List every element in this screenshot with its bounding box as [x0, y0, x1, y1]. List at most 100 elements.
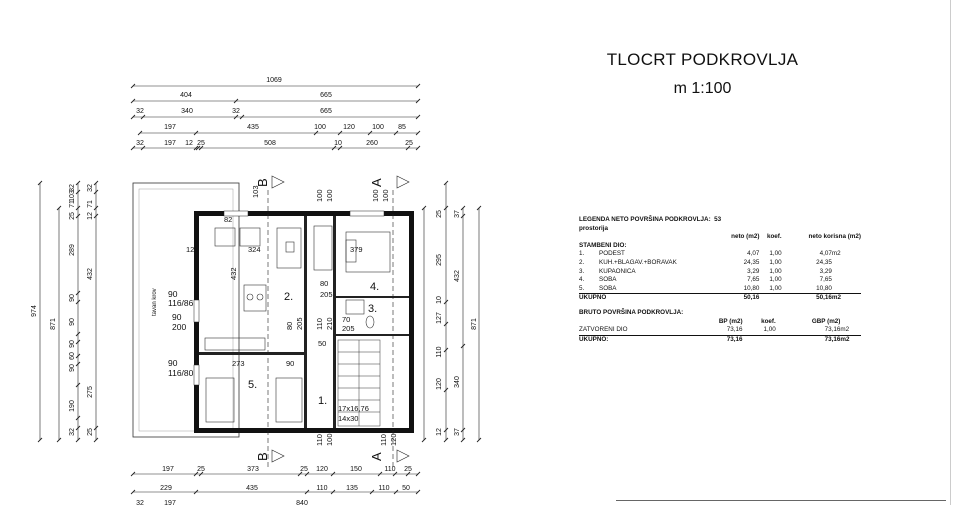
dimension-tick: [75, 353, 81, 359]
dimension-tick: [443, 427, 449, 433]
dimension-tick: [460, 437, 466, 443]
svg-text:100: 100: [314, 124, 326, 131]
dimension-tick: [415, 83, 421, 89]
svg-text:116/80: 116/80: [168, 368, 194, 378]
svg-text:32: 32: [136, 500, 144, 505]
svg-text:150: 150: [350, 466, 362, 473]
svg-text:110: 110: [315, 318, 324, 330]
svg-text:10: 10: [334, 140, 342, 147]
table-row: ZATVORENI DIO 73,16 1,00 73,16 m2: [579, 326, 861, 336]
svg-text:25: 25: [69, 212, 76, 220]
dimension-tick: [330, 489, 336, 495]
svg-text:273: 273: [232, 359, 245, 368]
dimension-tick: [239, 114, 245, 120]
svg-text:25: 25: [300, 466, 308, 473]
svg-text:200: 200: [172, 322, 186, 332]
dimension-tick: [75, 339, 81, 345]
dimension-tick: [443, 321, 449, 327]
dimension-tick: [75, 415, 81, 421]
dimension-tick: [415, 114, 421, 120]
room-number-4: 4.: [370, 281, 379, 293]
dimension-tick: [392, 471, 398, 477]
dimension-tick: [443, 205, 449, 211]
svg-text:25: 25: [197, 140, 205, 147]
svg-text:14x30: 14x30: [338, 414, 358, 423]
section-mark-b-top: B: [255, 178, 270, 187]
dimension-tick: [337, 130, 343, 136]
room-number-3: 3.: [368, 303, 377, 315]
svg-text:103: 103: [69, 190, 76, 202]
dimension-tick: [93, 425, 99, 431]
section-mark-a-top: A: [369, 178, 384, 187]
svg-text:197: 197: [164, 140, 176, 147]
dimension-tick: [460, 213, 466, 219]
drawing-scale: m 1:100: [673, 80, 732, 97]
dimension-tick: [75, 213, 81, 219]
dimension-tick: [443, 387, 449, 393]
svg-text:324: 324: [248, 245, 261, 254]
dimension-tick: [130, 83, 136, 89]
svg-text:80: 80: [320, 279, 328, 288]
dimension-tick: [56, 437, 62, 443]
dimension-tick: [421, 205, 427, 211]
dimension-tick: [137, 130, 143, 136]
area-legend: LEGENDA NETO POVRŠINA PODKROVLJA: 53 pro…: [579, 216, 864, 345]
svg-text:25: 25: [404, 466, 412, 473]
dimension-tick: [337, 145, 343, 151]
room-number-1: 1.: [318, 395, 327, 407]
svg-text:12: 12: [436, 428, 443, 436]
dimension-tick: [193, 145, 199, 151]
neto-table: neto (m2) koef. neto korisna (m2) STAMBE…: [579, 233, 861, 303]
svg-text:379: 379: [350, 245, 363, 254]
dimension-tick: [415, 471, 421, 477]
dimension-tick: [130, 489, 136, 495]
bruto-table: BP (m2) koef. GBP (m2) ZATVORENI DIO 73,…: [579, 318, 861, 345]
section-mark-b-bottom: B: [255, 452, 270, 461]
svg-text:12: 12: [185, 140, 193, 147]
dimension-tick: [198, 471, 204, 477]
neto-table-header: neto (m2) koef. neto korisna (m2): [731, 233, 861, 241]
svg-text:120: 120: [389, 433, 398, 446]
svg-text:665: 665: [320, 108, 332, 115]
svg-text:10: 10: [436, 296, 443, 304]
svg-text:32: 32: [69, 428, 76, 436]
dimension-tick: [193, 471, 199, 477]
dimension-tick: [297, 471, 303, 477]
dimension-tick: [393, 130, 399, 136]
svg-text:32: 32: [136, 140, 144, 147]
dimension-tick: [460, 205, 466, 211]
svg-text:404: 404: [180, 92, 192, 99]
svg-text:100: 100: [325, 189, 334, 202]
dimension-tick: [369, 489, 375, 495]
page-edge-line: [950, 0, 951, 505]
svg-text:32: 32: [69, 184, 76, 192]
svg-text:435: 435: [247, 124, 259, 131]
room-number-5: 5.: [248, 379, 257, 391]
windows: [193, 210, 385, 386]
svg-text:432: 432: [229, 267, 238, 280]
dimension-tick: [330, 471, 336, 477]
bruto-total-row: UKUPNO: 73,16 73,16 m2: [579, 334, 861, 345]
svg-text:90: 90: [69, 364, 76, 372]
dimension-tick: [393, 489, 399, 495]
svg-text:17x16,76: 17x16,76: [338, 404, 369, 413]
svg-text:197: 197: [164, 124, 176, 131]
interior-walls: [199, 216, 409, 428]
dimension-tick: [56, 205, 62, 211]
title-block-line: [616, 500, 946, 501]
dimension-tick: [460, 343, 466, 349]
dimension-tick: [405, 145, 411, 151]
svg-text:871: 871: [471, 318, 478, 330]
svg-text:340: 340: [454, 376, 461, 388]
svg-text:37: 37: [454, 210, 461, 218]
svg-text:110: 110: [384, 466, 395, 473]
svg-text:110: 110: [436, 346, 443, 357]
svg-text:1069: 1069: [266, 77, 282, 84]
svg-text:90: 90: [69, 294, 76, 302]
dimension-tick: [415, 98, 421, 104]
dimension-tick: [460, 427, 466, 433]
svg-text:127: 127: [436, 312, 443, 324]
